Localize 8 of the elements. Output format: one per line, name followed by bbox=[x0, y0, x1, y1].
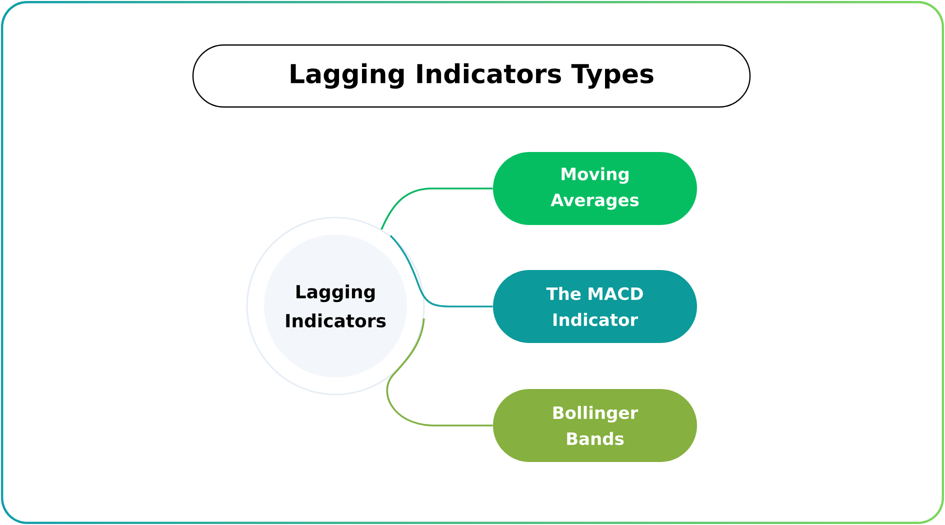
connector bbox=[380, 188, 493, 230]
pill-box: Bollinger Bands bbox=[493, 389, 697, 462]
title-pill: Lagging Indicators Types bbox=[192, 44, 751, 108]
circle-node: Lagging Indicators bbox=[246, 216, 425, 396]
connector bbox=[390, 235, 493, 308]
pill-box: Moving Averages bbox=[493, 152, 697, 225]
connector bbox=[386, 318, 493, 426]
pill-box: The MACD Indicator bbox=[493, 270, 697, 343]
